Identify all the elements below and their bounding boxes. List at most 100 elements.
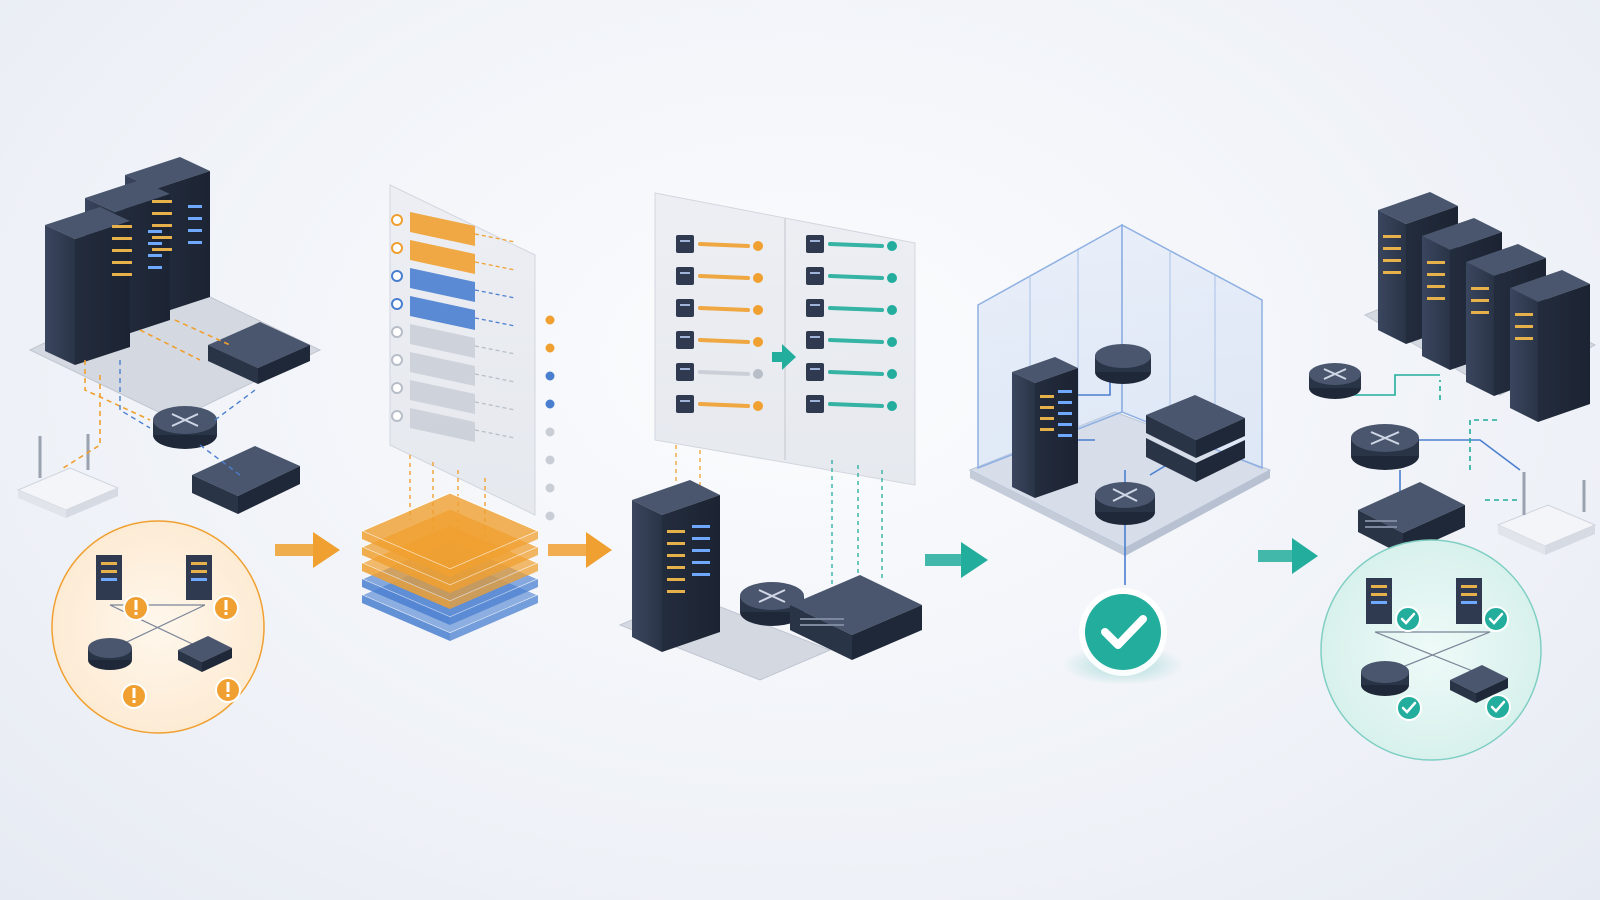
dashed-connections <box>59 319 231 471</box>
comparison-row <box>806 235 897 253</box>
config-block <box>410 268 475 302</box>
network-switch <box>790 575 922 660</box>
config-block <box>410 380 475 414</box>
config-row <box>391 380 555 493</box>
device-icon-detail <box>810 240 820 242</box>
router <box>88 638 132 670</box>
comparison-row <box>806 363 897 381</box>
status-dot <box>753 401 763 411</box>
status-dot <box>753 369 763 379</box>
status-dot <box>391 270 403 282</box>
status-dot <box>753 273 763 283</box>
status-dot <box>391 354 403 366</box>
comparison-row <box>676 363 763 381</box>
server-rack <box>186 555 212 600</box>
endpoint-dot <box>545 399 555 409</box>
config-block <box>410 408 475 442</box>
config-row <box>391 324 555 437</box>
layer-edge <box>362 579 450 625</box>
check-icon <box>1483 606 1509 632</box>
wifi-router <box>16 434 120 518</box>
exclamation-icon <box>121 683 147 709</box>
endpoint-dot <box>545 511 555 521</box>
endpoint-dot <box>545 343 555 353</box>
status-dot <box>391 214 403 226</box>
device-icon-detail <box>810 400 820 402</box>
device-icon-detail <box>680 336 690 338</box>
server-rack <box>1456 578 1482 624</box>
server-rack <box>45 207 130 365</box>
comparison-bar <box>828 242 884 248</box>
layer-edge <box>450 547 538 593</box>
router <box>1361 661 1409 696</box>
comparison-bar <box>698 242 750 248</box>
network-switch <box>1146 395 1245 482</box>
device-icon <box>676 267 694 285</box>
server-rack <box>1012 357 1078 498</box>
device-icon-detail <box>810 368 820 370</box>
comparison-bar <box>828 306 884 312</box>
device-icon-detail <box>680 240 690 242</box>
device-icon <box>806 235 824 253</box>
device-icon <box>806 331 824 349</box>
rack-leds <box>1383 235 1533 340</box>
rack-leds-blue <box>148 205 202 269</box>
config-block <box>410 352 475 386</box>
stage-initial-network <box>16 157 322 734</box>
comparison-right-rows <box>806 235 897 413</box>
dashed-connections-blue <box>119 360 256 476</box>
comparison-left-rows <box>676 235 763 413</box>
exclamation-icon <box>123 595 149 621</box>
exclamation-icon <box>213 595 239 621</box>
config-block <box>410 324 475 358</box>
status-dot <box>887 337 897 347</box>
comparison-bar <box>698 274 750 280</box>
transform-arrow <box>772 344 796 370</box>
status-dot <box>391 298 403 310</box>
config-layer <box>360 492 540 577</box>
network-switch <box>178 636 232 672</box>
status-dot <box>887 241 897 251</box>
status-dot <box>887 401 897 411</box>
device-icon-detail <box>680 368 690 370</box>
network-switch <box>208 322 310 384</box>
device-icon <box>806 395 824 413</box>
check-icon <box>1396 695 1422 721</box>
config-row <box>391 352 555 465</box>
comparison-bar <box>828 338 884 344</box>
router <box>1309 363 1361 399</box>
router <box>740 582 804 626</box>
layer-edge <box>450 579 538 625</box>
rack-leds <box>112 200 172 276</box>
server-rack <box>1510 270 1590 422</box>
comparison-row <box>676 395 763 413</box>
comparison-row <box>676 267 763 285</box>
stage-final-network <box>1309 192 1597 761</box>
device-icon <box>676 395 694 413</box>
flow-arrow <box>1258 538 1318 574</box>
layer-stack <box>360 492 540 641</box>
layer-edge <box>362 531 450 577</box>
status-dot <box>391 410 403 422</box>
endpoint-dot <box>545 315 555 325</box>
flow-arrow <box>925 542 988 578</box>
issue-circle <box>51 520 265 734</box>
config-row <box>391 408 555 521</box>
config-rows <box>391 212 555 521</box>
config-block <box>410 240 475 274</box>
config-row <box>391 268 555 381</box>
device-icon <box>676 363 694 381</box>
status-dot <box>887 369 897 379</box>
config-block <box>410 212 475 246</box>
network-switch <box>1450 665 1508 703</box>
comparison-row <box>806 331 897 349</box>
check-icon <box>1485 694 1511 720</box>
device-icon-detail <box>810 336 820 338</box>
flow-arrow <box>548 532 612 568</box>
device-icon <box>806 267 824 285</box>
comparison-bar <box>828 402 884 408</box>
endpoint-dot <box>545 455 555 465</box>
check-icon <box>1395 606 1421 632</box>
